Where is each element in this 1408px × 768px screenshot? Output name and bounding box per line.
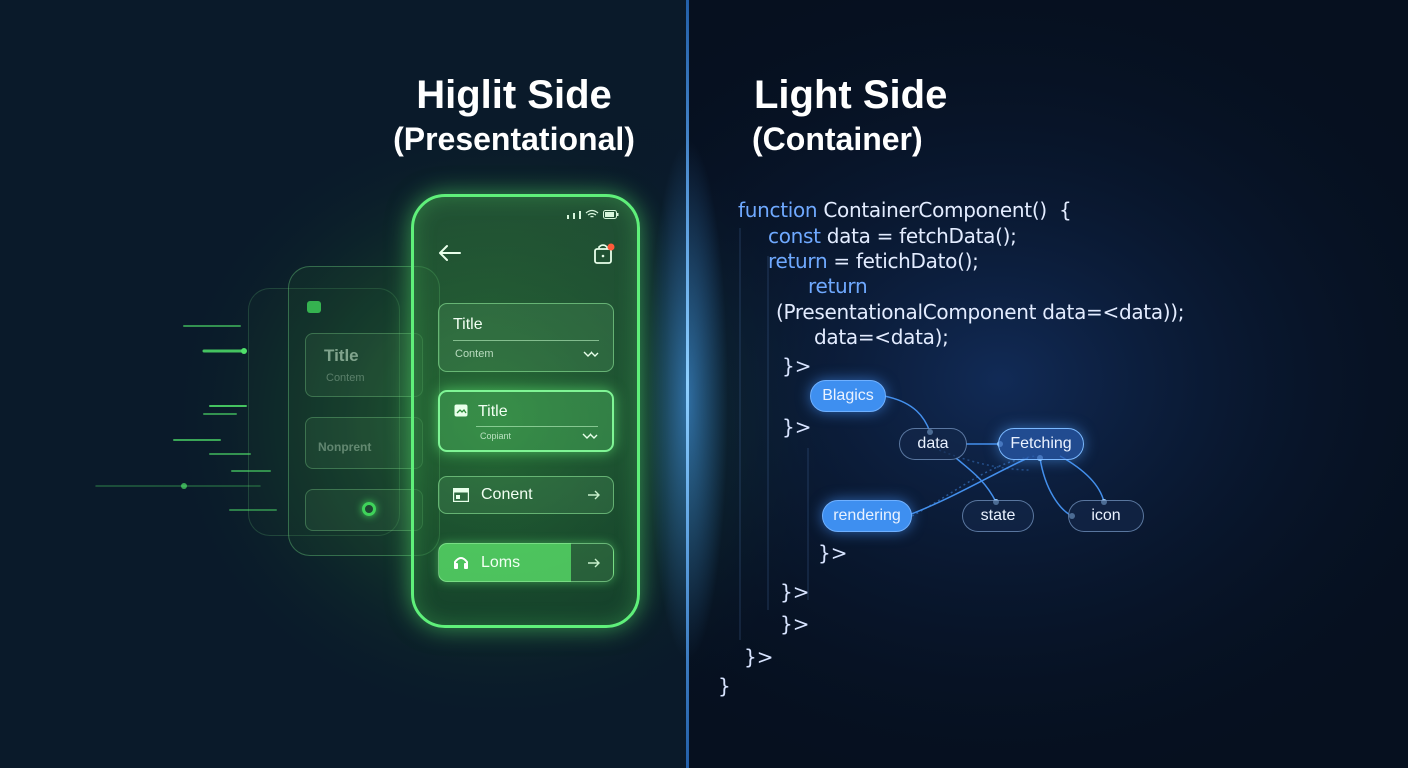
- arrow-right-icon: [588, 558, 600, 568]
- arrow-right-icon: [588, 490, 600, 500]
- wifi-icon: [585, 209, 599, 218]
- ghost-card-back: [248, 288, 400, 536]
- card-divider: [453, 340, 599, 341]
- status-bar: [567, 209, 619, 219]
- signal-icon: [567, 215, 569, 219]
- container-heading: Light Side (Container): [716, 71, 996, 159]
- container-heading-subtitle: (Container): [752, 121, 923, 157]
- chevron-down-icon: [583, 351, 599, 357]
- card-divider: [476, 426, 598, 427]
- presentational-heading: Higlit Side (Presentational): [354, 71, 674, 159]
- ghost-subtitle: Contem: [326, 372, 365, 384]
- presentational-heading-subtitle: (Presentational): [393, 121, 635, 157]
- card-title: Title: [453, 316, 483, 333]
- phone-mockup: Title Contem Title Copiant Conent: [411, 194, 640, 628]
- card-subtitle: Contem: [455, 348, 494, 360]
- chevron-down-icon: [582, 433, 598, 439]
- list-item[interactable]: Title Contem: [438, 303, 614, 372]
- motion-streaks: [95, 325, 277, 511]
- ghost-middle-label: Nonprent: [318, 440, 372, 454]
- arrow-left-icon[interactable]: [436, 241, 464, 265]
- battery-icon: [603, 210, 619, 219]
- list-item[interactable]: Conent: [438, 476, 614, 514]
- menu-icon: [307, 301, 321, 313]
- image-icon: [454, 404, 468, 417]
- ghost-dot-icon: [362, 502, 376, 516]
- card-title: Conent: [481, 486, 533, 503]
- headphones-icon: [454, 557, 468, 569]
- ghost-row-title: Title Contem: [305, 333, 423, 397]
- ghost-row-bottom: [305, 489, 423, 531]
- list-item-selected[interactable]: Title Copiant: [438, 390, 614, 452]
- presentational-heading-title: Higlit Side: [416, 73, 612, 117]
- ghost-title: Title: [324, 346, 359, 365]
- container-heading-title: Light Side: [754, 73, 948, 117]
- list-item-active[interactable]: Loms: [438, 543, 614, 582]
- ghost-row-middle: Nonprent: [305, 417, 423, 469]
- card-title: Title: [478, 403, 508, 420]
- shopping-bag-icon[interactable]: [593, 243, 615, 265]
- card-subtitle: Copiant: [480, 431, 512, 441]
- card-title: Loms: [481, 554, 521, 571]
- layout-icon: [453, 488, 469, 502]
